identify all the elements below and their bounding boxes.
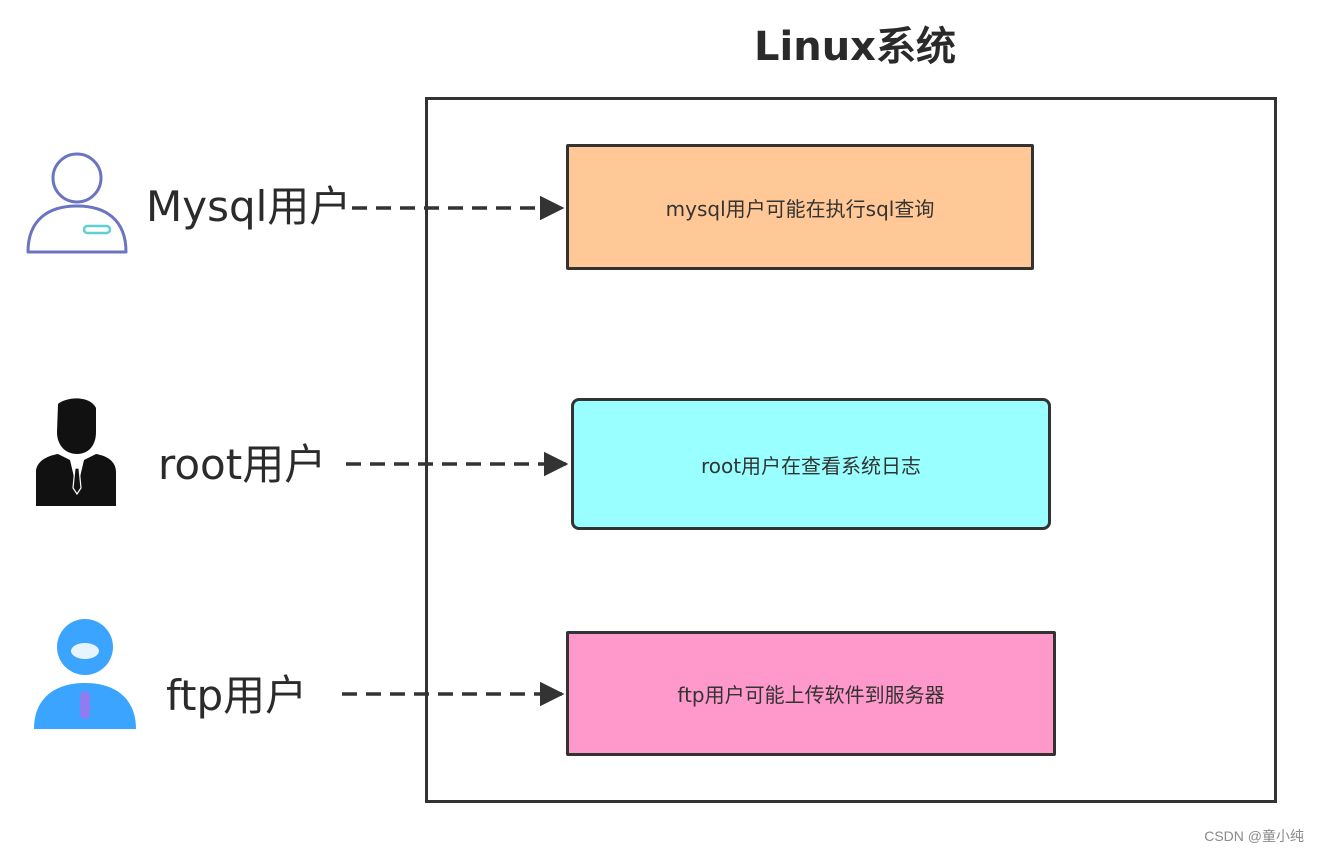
businessman-icon: [36, 398, 116, 506]
outline-user-icon: [26, 152, 128, 254]
user-label-root: root用户: [158, 440, 327, 489]
process-box-ftp: ftp用户可能上传软件到服务器: [566, 631, 1056, 756]
watermark: CSDN @童小纯: [1204, 828, 1304, 844]
user-label-mysql: Mysql用户: [146, 182, 352, 231]
process-text-root: root用户在查看系统日志: [700, 453, 922, 478]
linux-system-frame: [425, 97, 1277, 803]
diagram-title: Linux系统: [754, 24, 956, 70]
process-text-ftp: ftp用户可能上传软件到服务器: [677, 683, 945, 707]
process-text-mysql: mysql用户可能在执行sql查询: [665, 196, 935, 221]
blue-user-icon: [34, 619, 136, 729]
process-box-root: root用户在查看系统日志: [571, 398, 1051, 530]
user-label-ftp: ftp用户: [166, 671, 308, 720]
process-box-mysql: mysql用户可能在执行sql查询: [566, 144, 1034, 270]
